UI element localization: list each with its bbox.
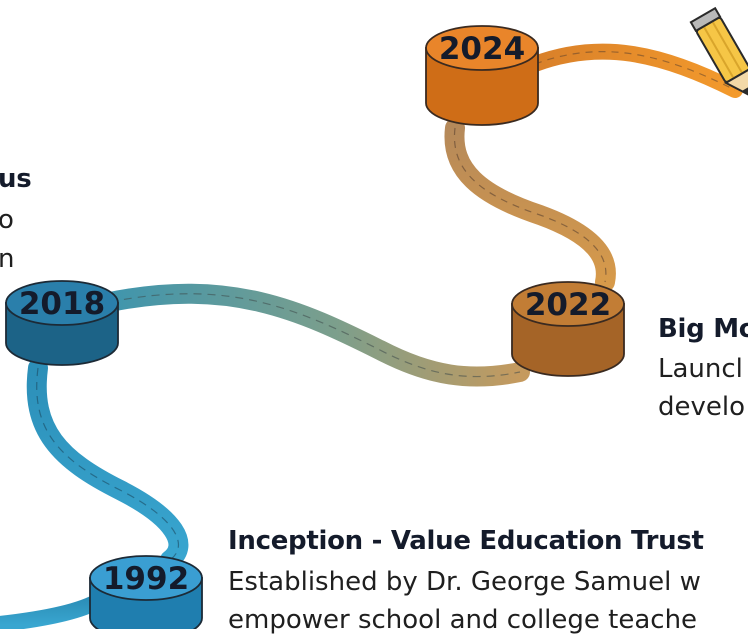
big-milestone-line-2: develo <box>658 392 746 422</box>
milestone-1992: 1992 <box>89 555 203 629</box>
road-1992-to-2018 <box>26 358 189 570</box>
big-milestone-line-1: Launcl <box>658 354 743 384</box>
inception-title: Inception - Value Education Trust <box>228 526 704 556</box>
milestone-2024: 2024 <box>425 25 539 126</box>
inception-line-1: Established by Dr. George Samuel w <box>228 567 701 597</box>
milestone-2022: 2022 <box>511 281 625 377</box>
year-label-2022: 2022 <box>525 287 611 323</box>
road-start <box>0 592 108 629</box>
road-2024-to-pencil <box>527 43 743 98</box>
road-2022-to-2024 <box>444 118 616 292</box>
road-2018-to-2022 <box>100 283 530 387</box>
left-line-1-fragment: o <box>0 205 14 235</box>
inception-line-2: empower school and college teache <box>228 605 698 635</box>
year-label-1992: 1992 <box>103 561 189 597</box>
milestone-2018: 2018 <box>5 280 119 366</box>
big-milestone-title-fragment: Big Mo <box>658 314 748 344</box>
left-line-2-fragment: n <box>0 244 15 274</box>
pencil-icon <box>689 6 748 97</box>
year-label-2024: 2024 <box>439 31 525 67</box>
timeline-road <box>0 43 743 629</box>
year-label-2018: 2018 <box>19 286 105 322</box>
left-title-fragment: us <box>0 164 32 194</box>
